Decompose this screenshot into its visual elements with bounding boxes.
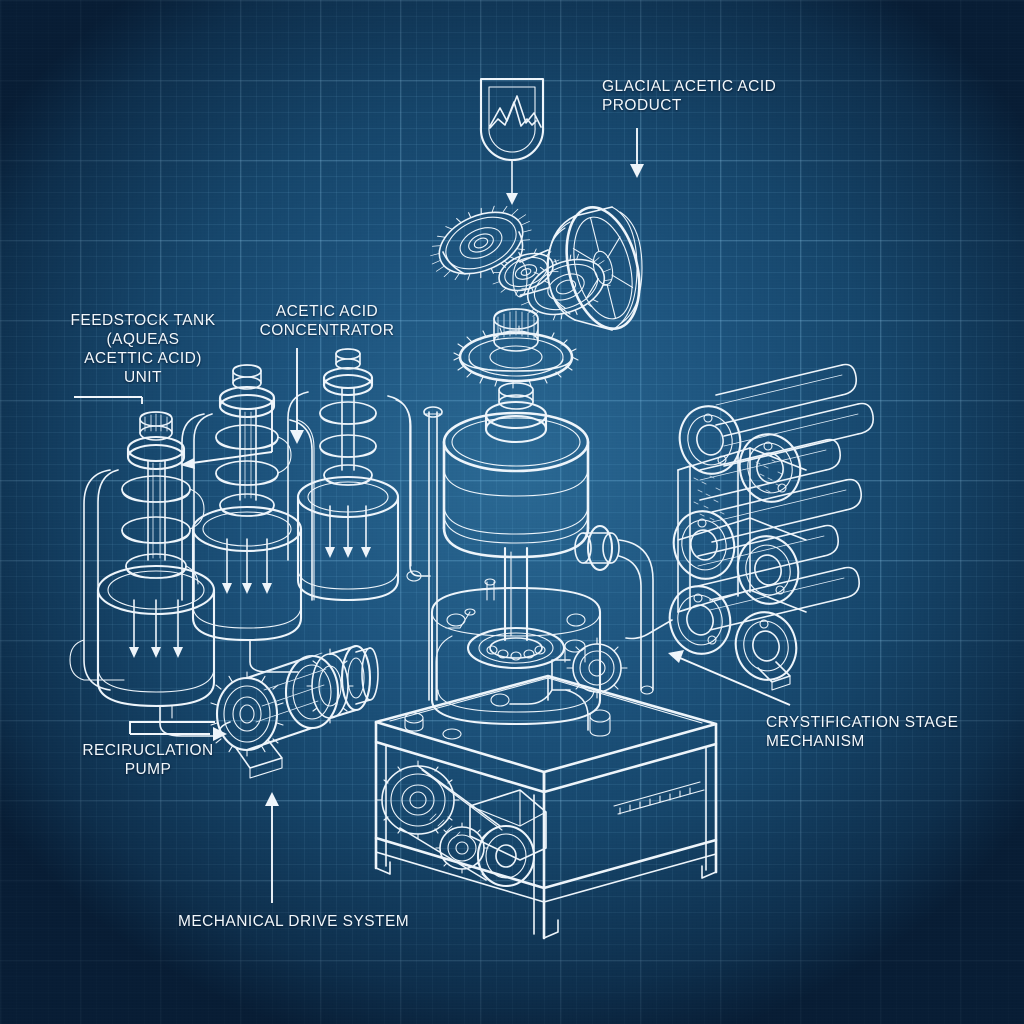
- leader-recirculation-pump: [129, 721, 227, 741]
- column-tank-right: [288, 349, 430, 600]
- leader-crystification-stage: [668, 650, 791, 706]
- spoked-pulley-wheel: [513, 200, 651, 337]
- reactor-drive-gear: [510, 637, 628, 704]
- column-tank-center: [182, 365, 314, 672]
- isometric-base-frame: [376, 676, 716, 938]
- leader-lines: [74, 128, 791, 903]
- leader-feedstock-tank: [74, 396, 273, 469]
- product-badge: [481, 79, 543, 205]
- column-tank-left: [70, 412, 218, 736]
- tube-bundle-crystallizer: [626, 363, 875, 691]
- recirculation-pump-assembly: [210, 646, 378, 778]
- leader-glacial-acetic-acid-product: [630, 128, 644, 178]
- leader-acetic-acid-concentrator: [290, 348, 304, 444]
- outlet-nozzle: [575, 526, 653, 694]
- chain-drive-assembly: [376, 760, 705, 886]
- exploded-gear-train: [430, 200, 651, 389]
- flange-faces: [663, 400, 808, 686]
- main-reactor-vessel: [424, 383, 653, 724]
- leader-mechanical-drive-system: [265, 792, 279, 903]
- crown-gear: [453, 309, 579, 389]
